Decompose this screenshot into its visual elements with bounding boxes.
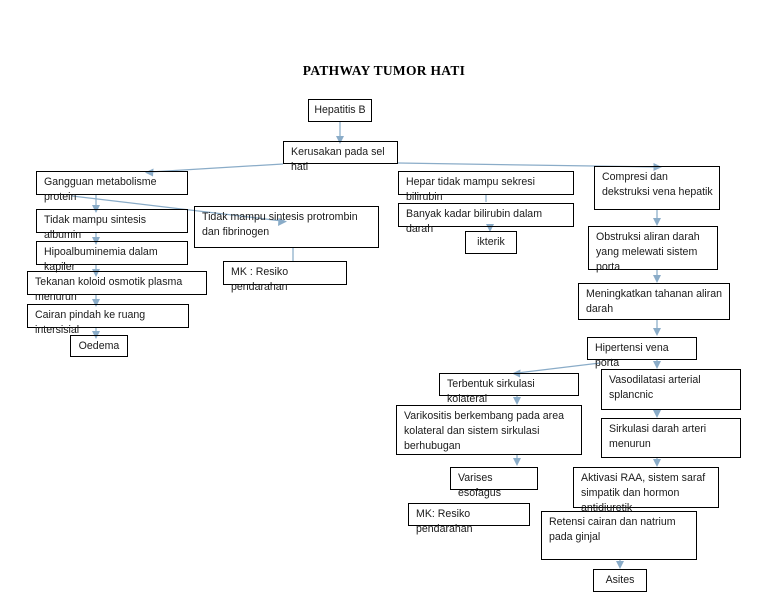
node-terbentuk-sirkulasi[interactable]: Terbentuk sirkulasi kolateral <box>439 373 579 405</box>
node-tekanan-koloid[interactable]: Tekanan koloid osmotik plasma menurun <box>27 271 207 303</box>
node-ikterik[interactable]: ikterik <box>465 231 517 254</box>
node-tidak-mampu-sintesis-albumin[interactable]: Tidak mampu sintesis albumin <box>36 209 188 241</box>
node-meningkatkan-tahanan[interactable]: Meningkatkan tahanan aliran darah <box>578 283 730 320</box>
node-hipoalbuminemia[interactable]: Hipoalbuminemia dalam kapiler <box>36 241 188 273</box>
node-kerusakan-sel-hati[interactable]: Kerusakan pada sel hati <box>283 141 398 173</box>
node-mk-resiko-pendarahan-atas[interactable]: MK : Resiko pendarahan <box>223 261 347 293</box>
node-asites[interactable]: Asites <box>593 569 647 592</box>
node-hipertensi-vena-porta[interactable]: Hipertensi vena porta <box>587 337 697 369</box>
page-title: PATHWAY TUMOR HATI <box>302 63 466 78</box>
edge-hipertensi-to-terbentuk <box>516 362 601 374</box>
node-banyak-bilirubin[interactable]: Banyak kadar bilirubin dalam darah <box>398 203 574 235</box>
node-cairan-pindah[interactable]: Cairan pindah ke ruang intersisial <box>27 304 189 336</box>
node-mk-resiko-pendarahan-bawah[interactable]: MK: Resiko pendarahan <box>408 503 530 535</box>
node-aktivasi-raa[interactable]: Aktivasi RAA, sistem saraf simpatik dan … <box>573 467 719 514</box>
node-tidak-mampu-protrombin[interactable]: Tidak mampu sintesis protrombin dan fibr… <box>194 206 379 248</box>
node-hepatitis-b[interactable]: Hepatitis B <box>308 99 372 122</box>
node-oedema[interactable]: Oedema <box>70 335 128 357</box>
node-compresi-dekstruksi[interactable]: Compresi dan dekstruksi vena hepatik <box>594 166 720 210</box>
node-hepar-tidak-sekresi[interactable]: Hepar tidak mampu sekresi bilirubin <box>398 171 574 203</box>
node-gangguan-metabolisme-protein[interactable]: Gangguan metabolisme protein <box>36 171 188 203</box>
node-varikositis[interactable]: Varikositis berkembang pada area kolater… <box>396 405 582 455</box>
node-retensi-cairan[interactable]: Retensi cairan dan natrium pada ginjal <box>541 511 697 560</box>
node-varises-esofagus[interactable]: Varises esofagus <box>450 467 538 499</box>
node-vasodilatasi[interactable]: Vasodilatasi arterial splancnic <box>601 369 741 410</box>
node-sirkulasi-arteri-menurun[interactable]: Sirkulasi darah arteri menurun <box>601 418 741 458</box>
node-obstruksi-aliran[interactable]: Obstruksi aliran darah yang melewati sis… <box>588 226 718 273</box>
